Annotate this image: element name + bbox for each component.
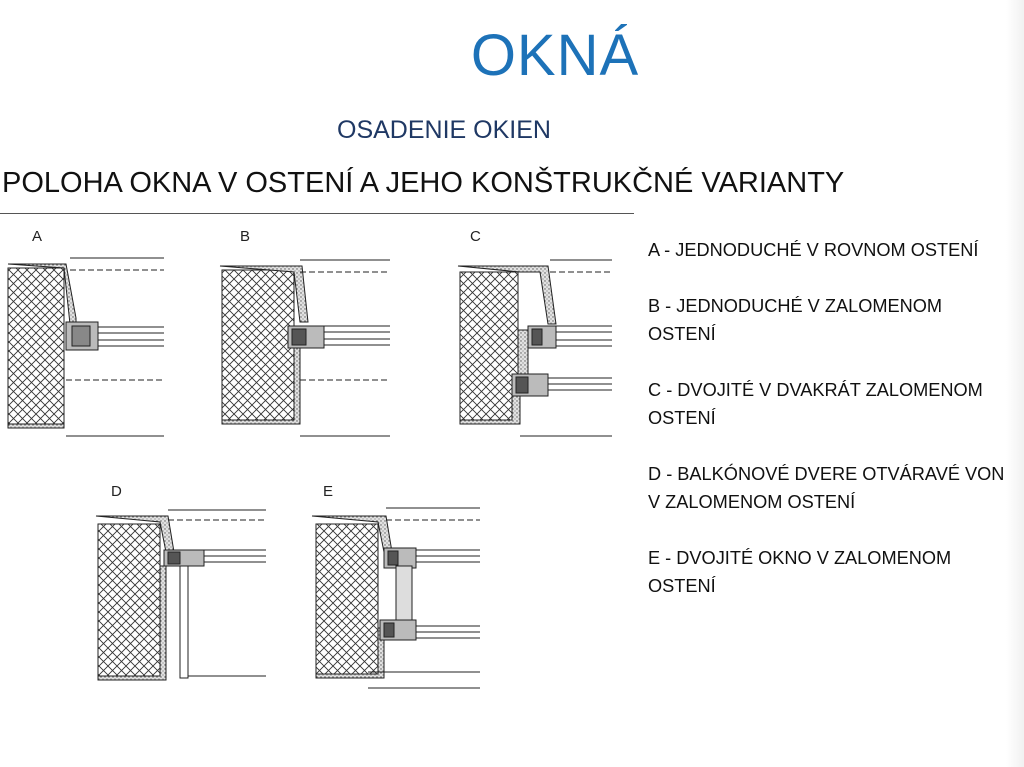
- slide-edge-shadow: [1006, 0, 1024, 767]
- diagram-label-d: D: [111, 483, 122, 500]
- wall-masonry: [7, 267, 65, 425]
- wall-masonry: [97, 523, 161, 677]
- diagram-label-a: A: [32, 228, 43, 245]
- variant-list: A - JEDNODUCHÉ V ROVNOM OSTENÍ B - JEDNO…: [648, 236, 1008, 628]
- wall-masonry: [315, 523, 379, 675]
- drawing-d: [95, 509, 266, 681]
- heading-underline: [0, 213, 634, 214]
- section-heading: POLOHA OKNA V OSTENÍ A JEHO KONŠTRUKČNÉ …: [2, 167, 845, 199]
- drawing-b: [219, 259, 390, 437]
- diagram-label-b: B: [240, 228, 251, 245]
- door-leaf: [179, 565, 189, 679]
- wall-masonry: [459, 271, 519, 423]
- casement-box: [395, 565, 413, 625]
- drawing-e: [311, 507, 480, 689]
- diagram-label-e: E: [323, 483, 334, 500]
- diagram-label-c: C: [470, 228, 481, 245]
- drawing-c: [457, 259, 612, 437]
- drawing-a: [7, 257, 164, 437]
- variant-item-a: A - JEDNODUCHÉ V ROVNOM OSTENÍ: [648, 240, 979, 260]
- variant-item-d: D - BALKÓNOVÉ DVERE OTVÁRAVÉ VON V ZALOM…: [648, 464, 1005, 512]
- slide-title: OKNÁ: [470, 23, 640, 88]
- slide-subtitle: OSADENIE OKIEN: [337, 116, 551, 144]
- variant-item-c: C - DVOJITÉ V DVAKRÁT ZALOMENOM OSTENÍ: [648, 380, 983, 428]
- variant-item-e: E - DVOJITÉ OKNO V ZALOMENOM OSTENÍ: [648, 548, 952, 596]
- wall-masonry: [221, 269, 295, 421]
- variant-item-b: B - JEDNODUCHÉ V ZALOMENOM OSTENÍ: [648, 296, 943, 344]
